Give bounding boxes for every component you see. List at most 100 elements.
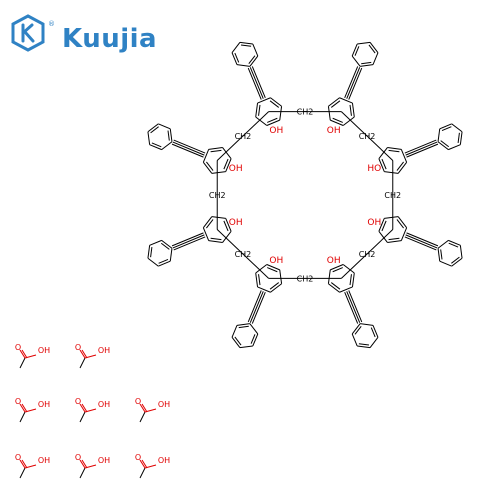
phenol-ring-double-bond — [388, 237, 400, 241]
phenyl-ring-bond — [360, 64, 374, 67]
phenyl-ring-bond — [236, 323, 250, 326]
phenol-ring-bond — [257, 286, 271, 293]
alkyne-bond — [251, 291, 266, 324]
hydroxyl-label: OH — [158, 400, 170, 409]
phenyl-ring-double-bond — [440, 140, 450, 148]
phenyl-ring-bond — [149, 144, 162, 151]
phenyl-ring-bond — [351, 43, 358, 57]
phenyl-ring-bond — [459, 131, 463, 145]
methylene-label: CH2 — [359, 132, 376, 141]
phenol-ring-bond — [202, 161, 213, 174]
phenyl-ring-double-bond — [151, 142, 162, 148]
methylene-bond — [216, 135, 244, 161]
phenyl-ring-double-bond — [368, 44, 376, 54]
phenyl-ring-bond — [158, 260, 171, 267]
oxygen-label: O — [15, 343, 21, 352]
acid-bond — [79, 357, 86, 369]
methylene-bond — [366, 229, 394, 255]
carbonyl-bond — [79, 349, 86, 359]
acid-bond — [19, 411, 26, 423]
phenol-ring-bond — [208, 240, 223, 243]
phenyl-ring-bond — [357, 41, 371, 45]
phenol-ring-double-bond — [223, 220, 229, 232]
kuujia-logo: ® Kuujia — [10, 14, 170, 54]
phenyl-ring-double-bond — [158, 258, 169, 264]
phenol-ring-double-bond — [269, 282, 280, 290]
acid-bond — [84, 354, 97, 359]
acid-bond — [24, 408, 37, 413]
phenyl-ring-bond — [161, 141, 173, 151]
acid-bond — [84, 464, 97, 469]
hydroxyl-label: OH — [38, 346, 50, 355]
carbonyl-bond — [79, 403, 86, 413]
carbonyl-bond — [139, 459, 146, 469]
alkyne-bond — [406, 143, 439, 158]
phenol-ring-bond — [327, 106, 331, 121]
phenol-ring-bond — [257, 97, 271, 104]
phenol-ring-bond — [378, 147, 388, 159]
phenyl-ring-double-bond — [440, 249, 443, 260]
phenyl-ring-bond — [439, 123, 452, 130]
phenol-ring-double-bond — [349, 104, 352, 116]
hydroxyl-label: OH — [38, 456, 50, 465]
carbonyl-bond — [139, 403, 146, 413]
methylene-label: CH2 — [297, 108, 314, 117]
acid-bond — [139, 411, 146, 423]
carbonyl-bond — [19, 403, 26, 413]
hydroxyl-label: OH — [98, 346, 110, 355]
phenol-ring-double-bond — [396, 161, 404, 171]
oxygen-label: O — [75, 397, 81, 406]
phenyl-ring-bond — [239, 345, 253, 349]
phenol-ring-bond — [378, 218, 385, 232]
phenol-ring-bond — [384, 171, 399, 174]
phenol-ring-bond — [327, 269, 331, 284]
phenol-ring-bond — [255, 116, 268, 126]
phenol-ring-bond — [208, 147, 223, 150]
alkyne-bond — [172, 234, 205, 249]
acid-bond — [144, 408, 157, 413]
phenyl-ring-bond — [161, 239, 173, 249]
phenol-ring-bond — [378, 231, 388, 243]
phenol-ring-bond — [387, 240, 402, 243]
acid-bond — [79, 467, 86, 479]
phenol-ring-bond — [339, 97, 353, 104]
methylene-label: CH2 — [235, 250, 252, 259]
phenol-ring-bond — [266, 264, 280, 271]
phenol-ring-double-bond — [267, 267, 278, 273]
alkyne-bond — [405, 234, 438, 249]
phenol-ring-double-bond — [206, 219, 214, 229]
phenol-ring-double-bond — [332, 267, 343, 273]
methylene-label: CH2 — [235, 132, 252, 141]
phenol-ring-bond — [255, 264, 268, 274]
acetic-acid-molecule: O OH — [15, 453, 50, 479]
carbonyl-bond — [21, 459, 28, 469]
acid-bond — [139, 467, 146, 479]
hexagon-k-icon — [11, 14, 45, 52]
brand-name: Kuujia — [62, 24, 158, 54]
alkyne-bond — [172, 141, 205, 156]
phenol-ring-bond — [397, 216, 408, 229]
phenol-ring-bond — [400, 227, 408, 241]
phenyl-ring-bond — [372, 52, 379, 65]
hydroxyl-label: OH — [158, 456, 170, 465]
phenol-ring-bond — [202, 216, 213, 229]
phenol-ring-bond — [279, 106, 283, 121]
phenyl-ring-bond — [437, 141, 449, 151]
hydroxyl-label: OH — [327, 126, 341, 136]
alkyne-bond — [344, 291, 359, 324]
phenyl-ring-double-bond — [250, 334, 256, 344]
phenyl-ring-double-bond — [370, 327, 376, 338]
acid-bond — [19, 467, 26, 479]
carbonyl-bond — [141, 459, 148, 469]
oxygen-label: O — [75, 453, 81, 462]
phenyl-ring-bond — [252, 43, 259, 57]
oxygen-label: O — [15, 453, 21, 462]
methylene-bond — [242, 253, 269, 279]
phenol-ring-bond — [342, 116, 355, 126]
carbonyl-bond — [81, 403, 88, 413]
methylene-bond — [242, 111, 269, 137]
